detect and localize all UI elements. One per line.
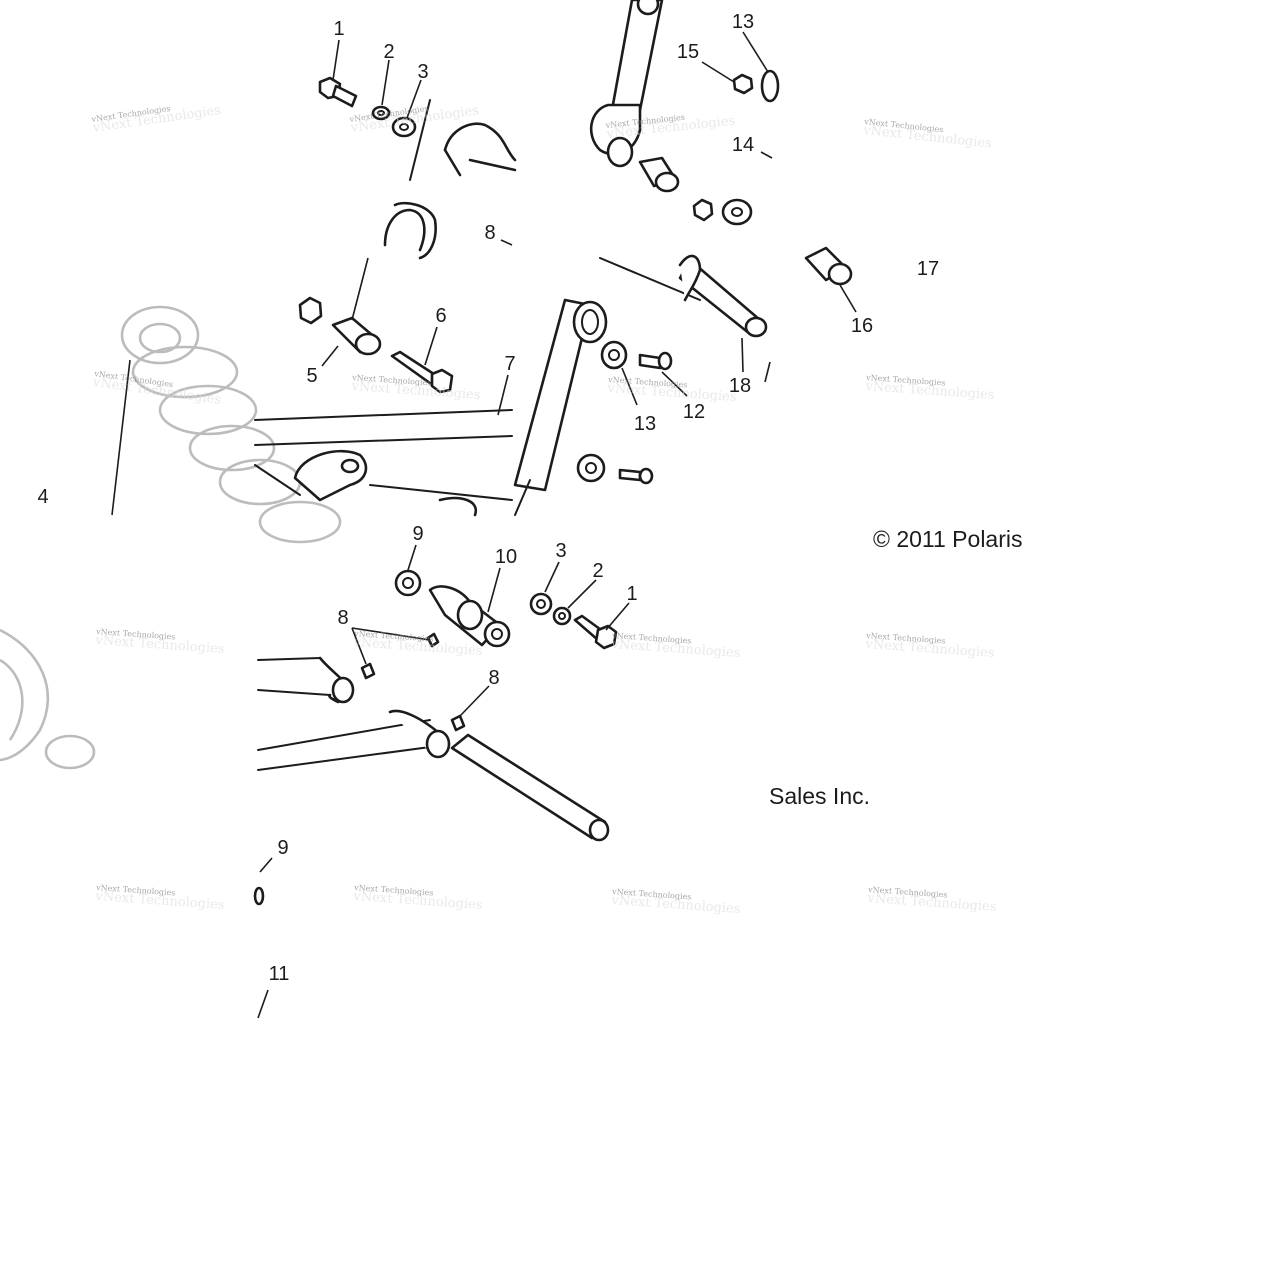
front-arm-tube <box>254 409 513 517</box>
callout-9-lower: 9 <box>277 837 288 859</box>
callout-12: 12 <box>683 401 705 423</box>
callout-18: 18 <box>729 375 751 397</box>
washer-9-mid <box>394 569 422 597</box>
callout-13-top: 13 <box>732 11 754 33</box>
callout-1-lower: 1 <box>626 583 637 605</box>
callout-5: 5 <box>306 365 317 387</box>
callout-7: 7 <box>504 353 515 375</box>
washer-2-top <box>371 105 391 121</box>
callout-10: 10 <box>495 546 517 568</box>
callout-labels: 1 2 3 13 15 14 8 17 16 5 6 7 4 13 12 18 … <box>37 11 939 985</box>
callout-4: 4 <box>37 486 48 508</box>
bushing-16 <box>804 246 853 286</box>
washer-13-top <box>760 69 780 103</box>
bushing-10 <box>428 585 511 648</box>
washer-3-lower <box>529 592 553 616</box>
callout-14: 14 <box>732 134 754 156</box>
rear-arm-tubes <box>257 656 451 771</box>
callout-16: 16 <box>851 315 873 337</box>
bolt-1-top <box>318 76 358 108</box>
callout-13-mid: 13 <box>634 413 656 435</box>
bolt-6 <box>390 350 454 394</box>
callout-3-lower: 3 <box>555 540 566 562</box>
nut-15 <box>732 73 754 95</box>
lower-torque-arm <box>513 298 608 516</box>
grease-fitting-8 <box>360 632 466 732</box>
pin-12 <box>638 351 673 371</box>
callout-2-lower: 2 <box>592 560 603 582</box>
washer-9-lower <box>253 886 265 906</box>
copyright-text-part1: © 2011 Polaris S <box>873 526 1044 552</box>
bolt-1-lower <box>573 614 618 650</box>
washer-3-top <box>391 116 417 138</box>
callout-2-top: 2 <box>383 41 394 63</box>
shock-absorber-spring <box>0 305 342 770</box>
upper-torque-arm <box>589 0 664 168</box>
copyright-text-part2: Sales Inc. <box>769 783 870 809</box>
callout-11: 11 <box>269 963 290 985</box>
callout-6: 6 <box>435 305 446 327</box>
nut-mid <box>298 296 323 325</box>
spacer-5 <box>331 316 382 356</box>
washer-lower <box>576 453 654 485</box>
carrier-bracket-top <box>383 99 517 260</box>
callout-1-top: 1 <box>333 18 344 40</box>
bushing-top <box>638 156 680 193</box>
washer-13-mid <box>600 340 628 370</box>
nut-14 <box>692 198 753 226</box>
callout-8-lower: 8 <box>488 667 499 689</box>
callout-9-mid: 9 <box>412 523 423 545</box>
callout-15: 15 <box>677 41 699 63</box>
washer-2-lower <box>552 606 572 626</box>
callout-8-top: 8 <box>484 222 495 244</box>
callout-17: 17 <box>917 258 939 280</box>
shaft-lower <box>450 733 610 842</box>
callout-3-top: 3 <box>417 61 428 83</box>
shaft-18 <box>599 254 768 338</box>
callout-8-mid: 8 <box>337 607 348 629</box>
leader-lines <box>111 31 857 1019</box>
